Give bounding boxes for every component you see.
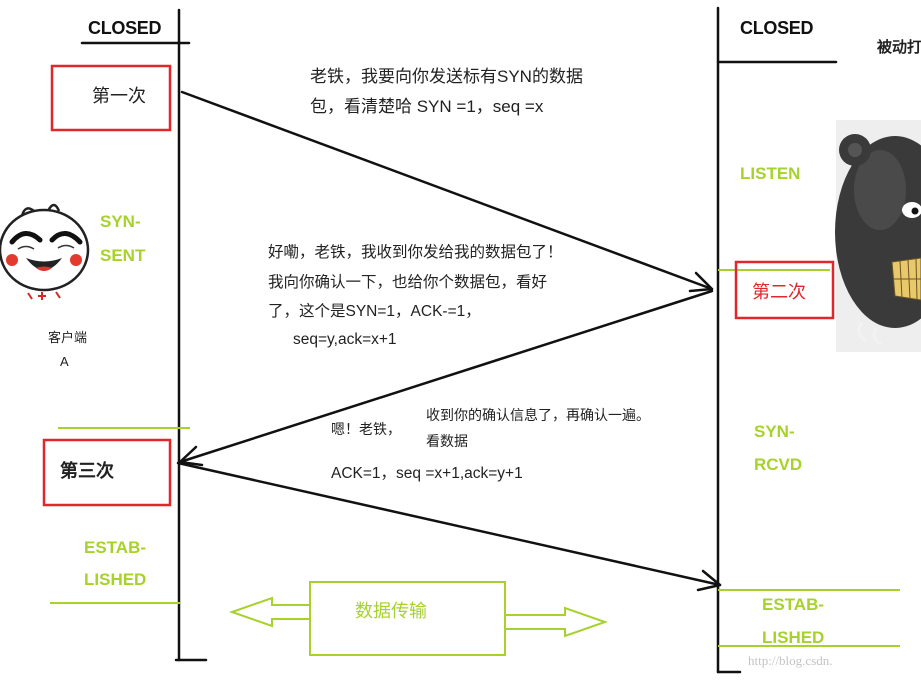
step-1-label: 第一次 — [92, 86, 146, 106]
client-caption-line-1: 客户端 — [48, 330, 87, 345]
ack-arrow — [176, 461, 722, 592]
syn-ack-arrow-head — [178, 445, 204, 467]
data-transfer-left-arrow — [228, 596, 311, 628]
client-caption-line-2: A — [60, 354, 69, 369]
syn-arrow-head — [688, 271, 714, 293]
step-2-message-line-3: 了，这个是SYN=1，ACK-=1， — [268, 302, 481, 320]
step-2-box — [734, 260, 835, 320]
step-3-message: 嗯！老铁， 收到你的确认信息了，再确认一遍。 看数据 ACK=1，seq =x+… — [331, 407, 650, 482]
client-closed-label: CLOSED — [88, 18, 162, 38]
server-state-established-2: LISHED — [762, 628, 824, 647]
client-state-syn-sent-1: SYN- — [100, 212, 141, 231]
step-3-message-line-1: 收到你的确认信息了，再确认一遍。 — [426, 407, 650, 423]
data-transfer: 数据传输 — [228, 581, 609, 656]
step-1-message-line-2: 包，看清楚哈 SYN =1，seq =x — [310, 97, 544, 116]
step-3-message-fields: ACK=1，seq =x+1,ack=y+1 — [331, 465, 523, 482]
step-2-message-line-1: 好嘞，老铁，我收到你发给我的数据包了！ — [268, 243, 563, 261]
client-state-established-1: ESTAB- — [84, 538, 146, 557]
step-2-message-line-2: 我向你确认一下，也给你个数据包，看好 — [268, 273, 547, 291]
server-state-syn-rcvd-2: RCVD — [754, 455, 802, 474]
client-caption: 客户端 A — [48, 330, 87, 369]
client-state-syn-sent-2: SENT — [100, 246, 146, 265]
step-1: 第一次 — [50, 64, 172, 132]
client-state-established-2: LISHED — [84, 570, 146, 589]
ack-arrow-shaft — [176, 461, 722, 587]
ack-arrow-head — [696, 569, 722, 592]
server-state-established-1: ESTAB- — [762, 595, 824, 614]
client-timeline: CLOSED — [80, 8, 208, 662]
step-3: 第三次 — [42, 438, 172, 507]
grinning-dark-creature-icon — [835, 120, 921, 352]
data-transfer-right-arrow — [504, 606, 609, 638]
server-state-syn-rcvd-1: SYN- — [754, 422, 795, 441]
smiling-cartoon-face-icon — [0, 203, 90, 300]
step-3-message-line-2: 看数据 — [426, 433, 468, 449]
state-labels: SYN- SENT ESTAB- LISHED LISTEN SYN- RCVD… — [84, 164, 824, 647]
step-3-label: 第三次 — [60, 460, 114, 481]
step-3-box — [42, 438, 172, 507]
step-1-message: 老铁，我要向你发送标有SYN的数据 包，看清楚哈 SYN =1，seq =x — [310, 67, 583, 116]
server-state-listen: LISTEN — [740, 164, 800, 183]
data-transfer-label: 数据传输 — [355, 601, 427, 621]
watermark: http://blog.csdn. — [748, 653, 833, 668]
syn-ack-arrow-shaft — [178, 289, 714, 464]
step-1-message-line-1: 老铁，我要向你发送标有SYN的数据 — [310, 67, 583, 86]
server-timeline: CLOSED 被动打 — [716, 6, 921, 674]
step-2-message-line-4: seq=y,ack=x+1 — [293, 331, 397, 348]
syn-ack-arrow — [178, 289, 714, 467]
step-2-label: 第二次 — [752, 282, 806, 302]
step-3-message-intro: 嗯！老铁， — [331, 421, 401, 437]
step-1-box — [50, 64, 172, 132]
step-2: 第二次 — [734, 260, 835, 320]
server-closed-label: CLOSED — [740, 18, 814, 38]
syn-arrow — [180, 90, 714, 293]
server-caption: 被动打 — [877, 38, 921, 56]
step-2-message: 好嘞，老铁，我收到你发给我的数据包了！ 我向你确认一下，也给你个数据包，看好 了… — [268, 243, 563, 348]
syn-arrow-shaft — [180, 90, 714, 291]
